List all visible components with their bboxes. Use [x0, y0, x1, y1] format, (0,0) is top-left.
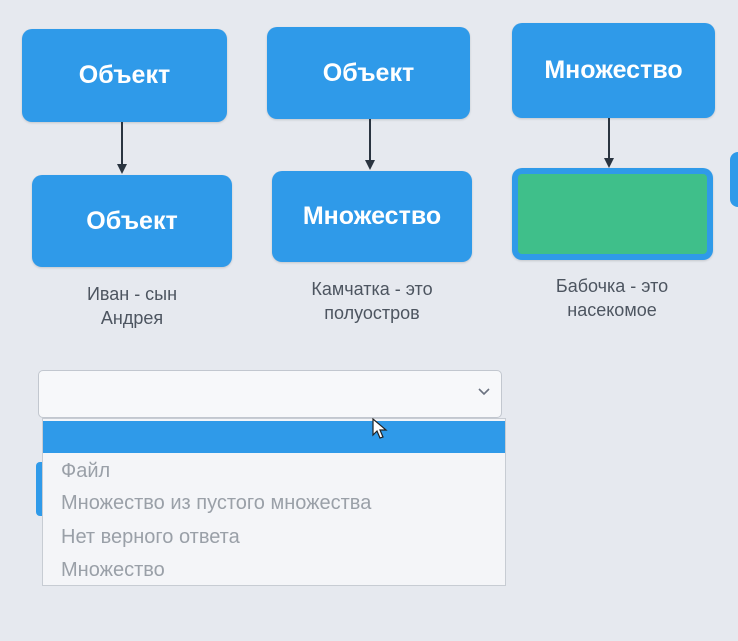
hidden-element-edge	[36, 462, 44, 516]
chevron-down-icon[interactable]	[477, 385, 491, 399]
concept-card-top-1-label: Объект	[78, 61, 171, 89]
caption-3: Бабочка - это насекомое	[527, 274, 697, 322]
connector-line-2	[369, 119, 371, 163]
answer-drop-target[interactable]	[512, 168, 713, 260]
concept-card-bottom-1-label: Объект	[86, 206, 178, 235]
connector-line-3	[608, 118, 610, 162]
connector-arrow-1	[117, 164, 127, 174]
concept-card-partial	[730, 152, 738, 207]
select-option-no-correct-answer[interactable]: Нет верного ответа	[61, 526, 240, 548]
answer-select-dropdown[interactable]: Файл Множество из пустого множества Нет …	[42, 418, 506, 586]
concept-card-bottom-2-label: Множество	[302, 202, 442, 230]
mouse-cursor-icon	[372, 417, 388, 445]
caption-1-line-1: Иван - сын	[86, 284, 178, 304]
concept-card-top-3: Множество	[512, 23, 715, 118]
caption-3-line-1: Бабочка - это	[555, 276, 669, 296]
caption-2: Камчатка - это полуостров	[282, 277, 462, 325]
caption-1: Иван - сын Андрея	[52, 282, 212, 330]
select-option-file[interactable]: Файл	[61, 460, 111, 482]
connector-line-1	[121, 122, 123, 168]
select-option-set[interactable]: Множество	[61, 559, 165, 581]
caption-2-line-2: полуостров	[324, 303, 420, 323]
connector-arrow-2	[365, 160, 375, 170]
concept-card-bottom-1: Объект	[32, 175, 232, 267]
connector-arrow-3	[604, 158, 614, 168]
select-option-blank[interactable]	[43, 421, 505, 453]
concept-card-top-2-label: Объект	[322, 58, 415, 87]
select-option-set-of-empty-set[interactable]: Множество из пустого множества	[61, 492, 372, 514]
concept-card-top-2: Объект	[267, 27, 470, 119]
answer-select[interactable]	[38, 370, 502, 418]
caption-1-line-2: Андрея	[100, 308, 164, 328]
caption-2-line-1: Камчатка - это	[311, 279, 433, 299]
concept-card-bottom-2: Множество	[272, 171, 472, 262]
answer-slot-filled	[518, 174, 707, 254]
concept-card-top-3-label: Множество	[544, 56, 683, 84]
concept-card-top-1: Объект	[22, 29, 227, 122]
caption-3-line-2: насекомое	[567, 300, 657, 320]
